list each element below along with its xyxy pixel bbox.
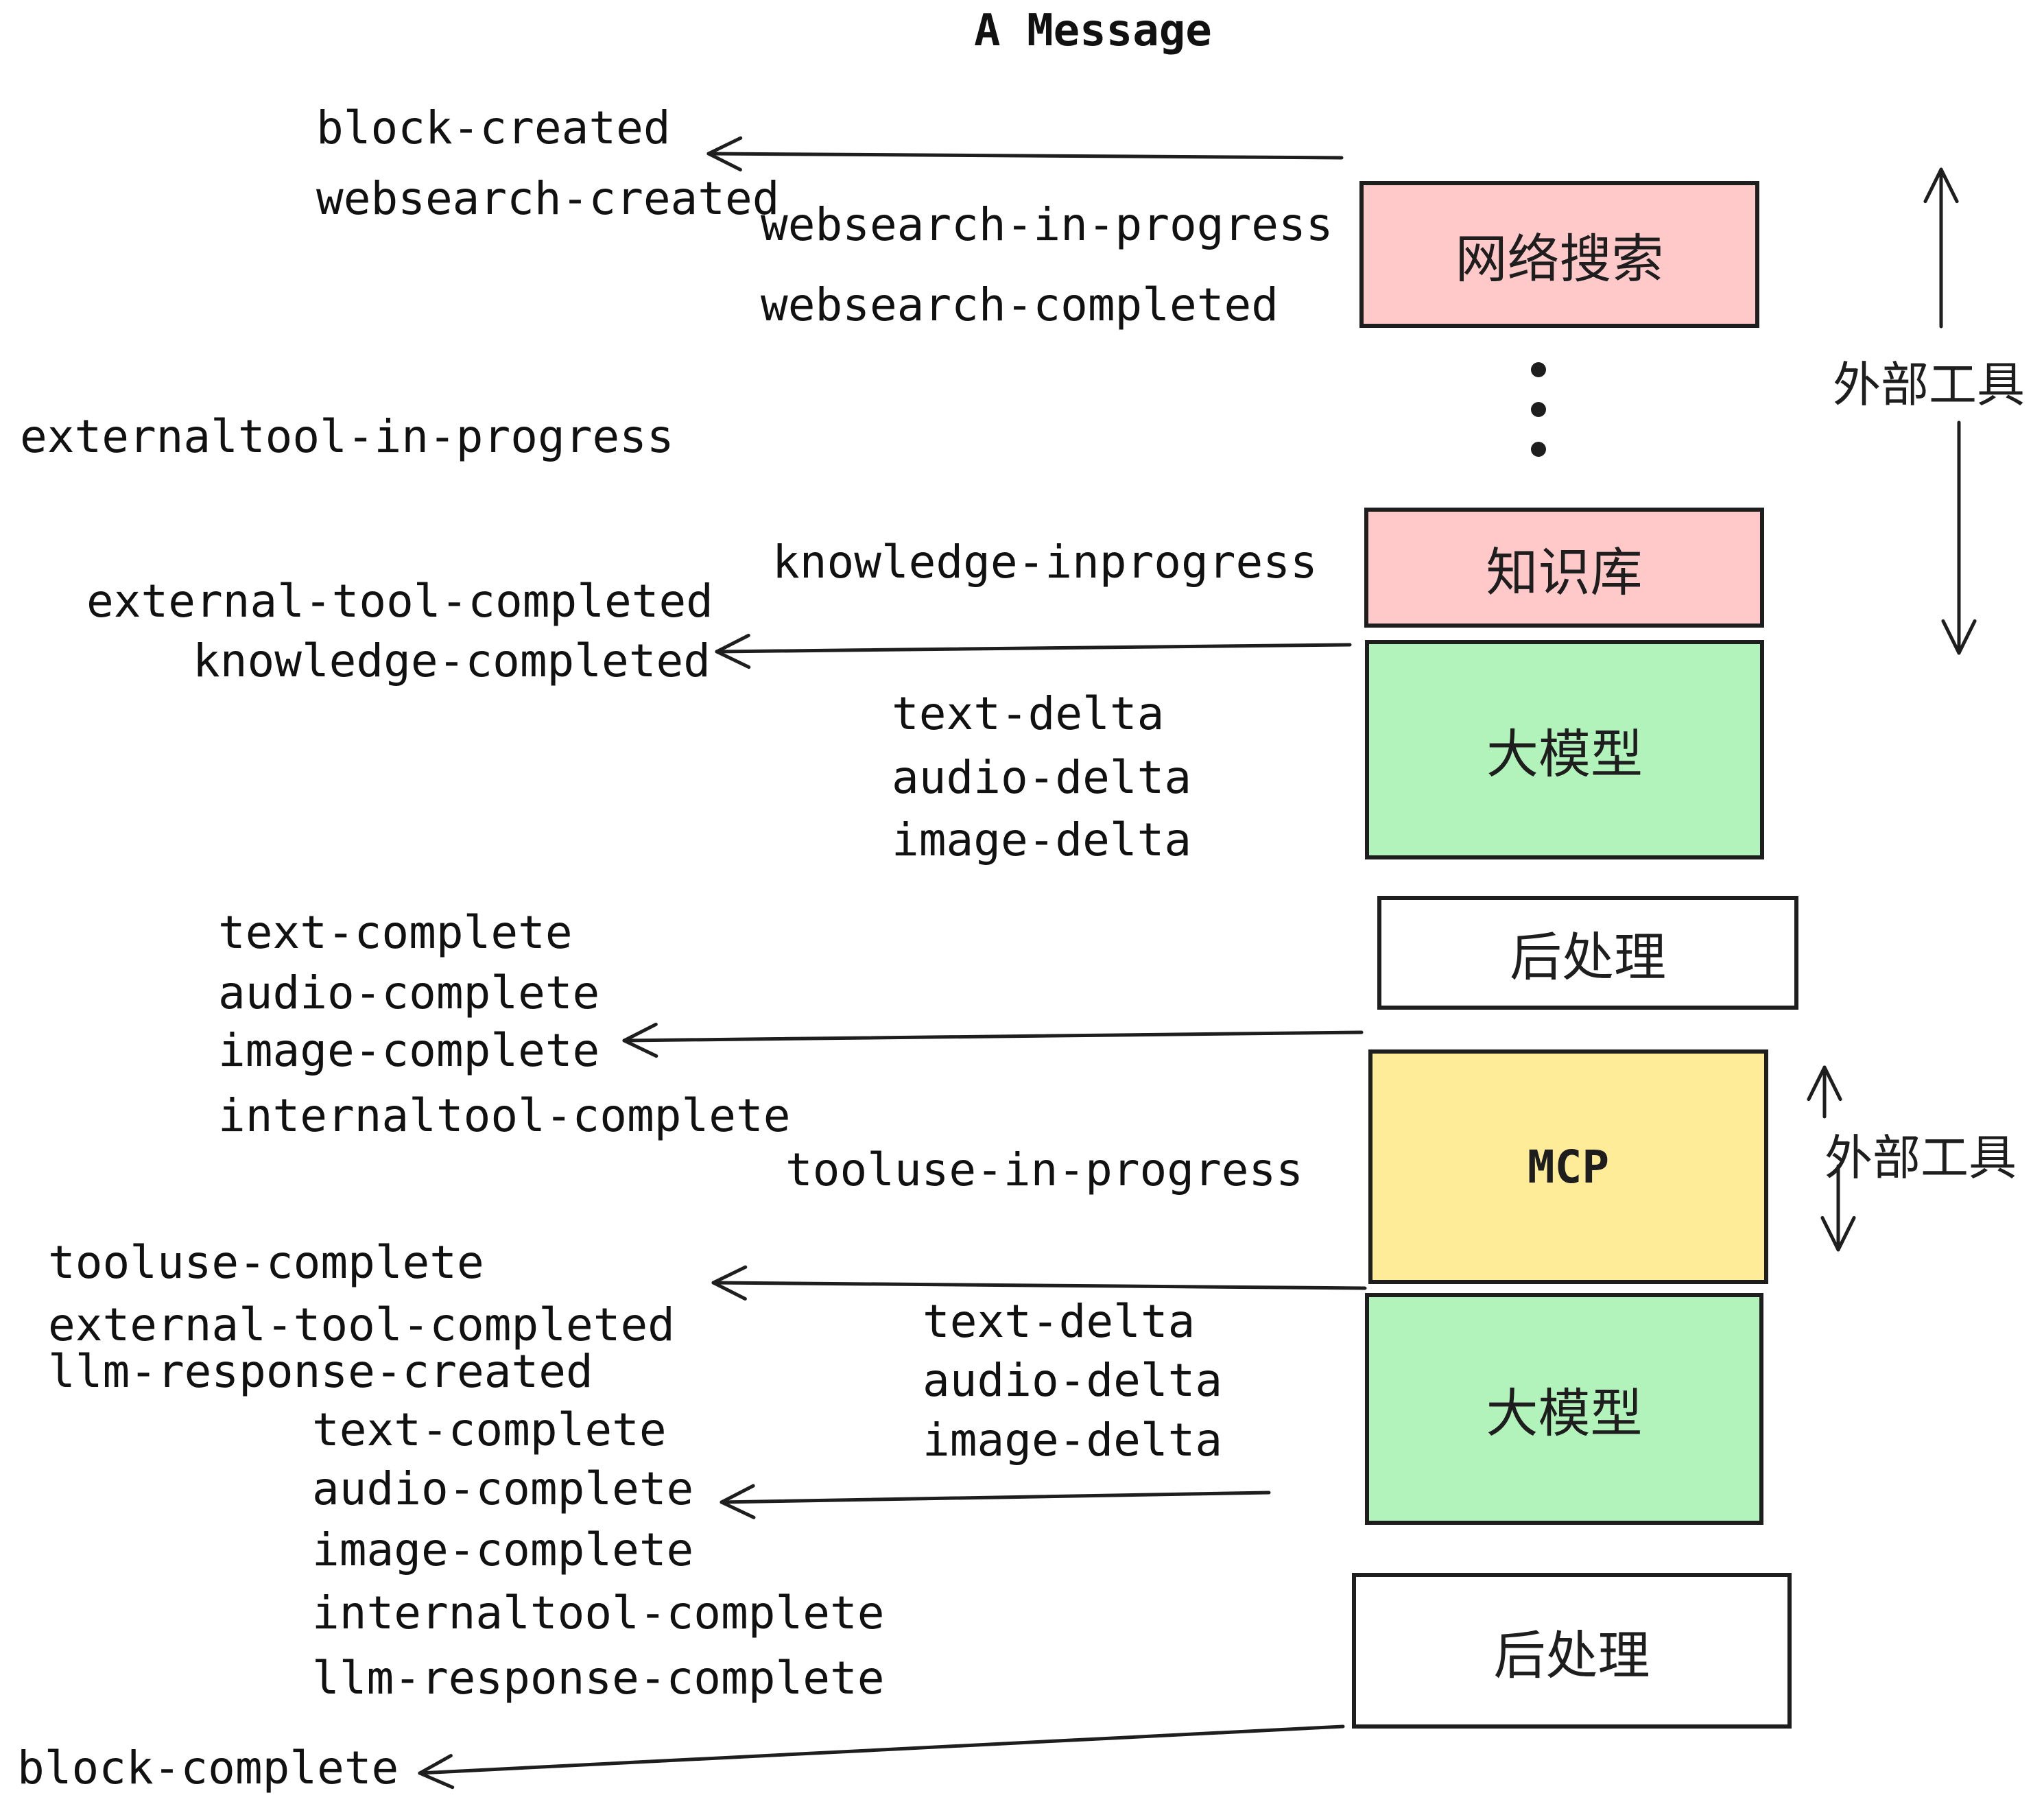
box-postprocess-1: 后处理	[1377, 896, 1798, 1010]
external-tools-label-2: 外部工具	[1825, 1130, 2017, 1186]
arrow-external-tools-down-1	[1941, 420, 1977, 655]
event-image-complete-2: image-complete	[312, 1523, 694, 1576]
event-text-delta: text-delta	[892, 687, 1165, 740]
arrow-knowledge-completed	[715, 633, 1352, 669]
event-websearch-created: websearch-created	[316, 172, 780, 225]
page-title: A Message	[974, 5, 1212, 56]
event-llm-response-created: llm-response-created	[48, 1345, 593, 1398]
arrow-audio-complete	[720, 1484, 1271, 1519]
event-text-complete: text-complete	[218, 906, 573, 959]
event-tooluse-complete: tooluse-complete	[48, 1236, 484, 1289]
event-block-created: block-created	[316, 102, 671, 154]
arrow-external-tools-up-1	[1923, 167, 1959, 329]
event-text-delta-2: text-delta	[923, 1295, 1196, 1348]
event-websearch-completed: websearch-completed	[761, 278, 1279, 331]
dot-icon	[1531, 442, 1546, 457]
dot-icon	[1531, 362, 1546, 377]
event-knowledge-inprogress: knowledge-inprogress	[772, 536, 1318, 589]
arrow-block-complete	[418, 1724, 1345, 1790]
arrow-image-complete	[622, 1022, 1364, 1058]
event-image-delta-2: image-delta	[923, 1414, 1223, 1467]
ellipsis-dots	[1531, 362, 1546, 457]
event-llm-response-complete: llm-response-complete	[312, 1652, 885, 1705]
box-llm-2: 大模型	[1365, 1293, 1763, 1525]
arrow-external-tools-up-2	[1807, 1065, 1842, 1119]
event-audio-delta-2: audio-delta	[923, 1354, 1223, 1407]
event-audio-complete-2: audio-complete	[312, 1462, 694, 1515]
external-tools-label-1: 外部工具	[1833, 357, 2025, 413]
event-internaltool-complete: internaltool-complete	[218, 1089, 791, 1142]
box-websearch: 网络搜索	[1359, 181, 1759, 328]
event-block-complete: block-complete	[17, 1742, 399, 1794]
event-external-tool-completed-2: external-tool-completed	[48, 1298, 675, 1351]
event-knowledge-completed: knowledge-completed	[193, 634, 711, 687]
event-image-delta: image-delta	[892, 814, 1192, 866]
event-audio-delta: audio-delta	[892, 751, 1192, 804]
arrow-block-created	[706, 136, 1344, 171]
box-knowledge-base: 知识库	[1364, 508, 1764, 628]
event-external-tool-completed: external-tool-completed	[86, 575, 713, 628]
dot-icon	[1531, 402, 1546, 417]
event-externaltool-in-progress: externaltool-in-progress	[20, 410, 674, 463]
box-mcp: MCP	[1368, 1049, 1768, 1284]
event-image-complete: image-complete	[218, 1024, 600, 1077]
event-text-complete-2: text-complete	[312, 1403, 667, 1456]
box-llm-1: 大模型	[1365, 640, 1764, 859]
event-audio-complete: audio-complete	[218, 966, 600, 1019]
event-tooluse-in-progress: tooluse-in-progress	[785, 1143, 1303, 1196]
event-websearch-in-progress: websearch-in-progress	[761, 198, 1333, 251]
event-internaltool-complete-2: internaltool-complete	[312, 1587, 885, 1639]
box-postprocess-2: 后处理	[1352, 1573, 1792, 1729]
